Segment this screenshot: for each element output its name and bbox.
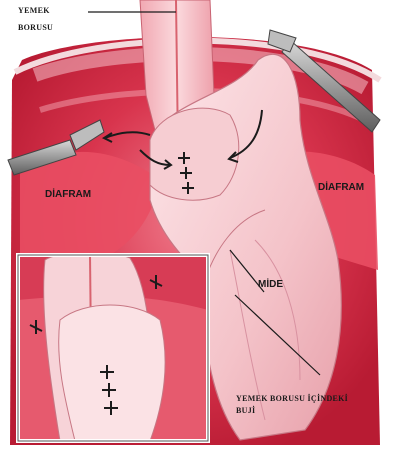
- fundus-wrap: [150, 108, 239, 200]
- label-bougie-line1: YEMEK BORUSU İÇİNDEKİ: [236, 393, 348, 405]
- inset-detail: [18, 252, 208, 441]
- label-esophagus-line1: YEMEK: [18, 5, 50, 17]
- label-stomach: MİDE: [258, 279, 283, 290]
- label-diaphragm-right: DİAFRAM: [318, 182, 364, 193]
- label-bougie-line2: BUJİ: [236, 405, 255, 417]
- label-diaphragm-left: DİAFRAM: [45, 189, 91, 200]
- label-esophagus-line2: BORUSU: [18, 22, 53, 34]
